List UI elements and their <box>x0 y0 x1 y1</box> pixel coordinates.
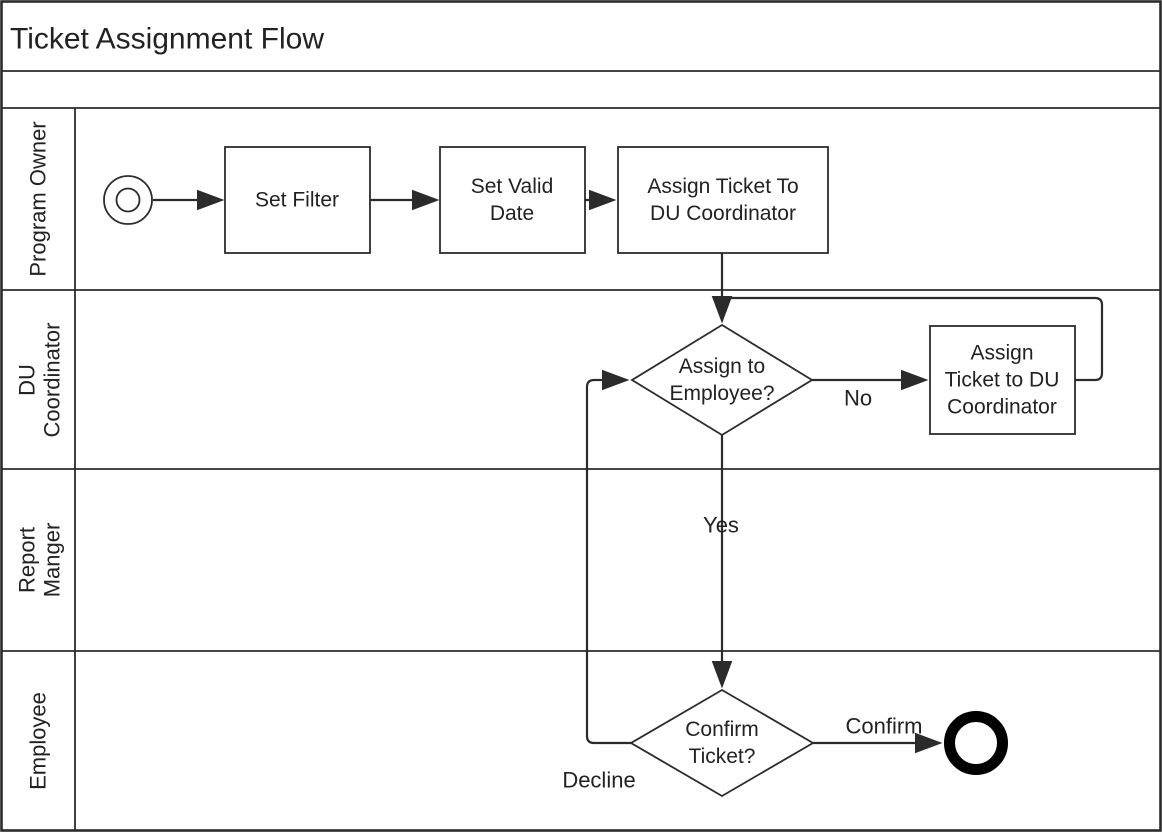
lane-label-program-owner: Program Owner <box>26 121 51 276</box>
flow-decline-to-assign-gateway <box>585 369 631 745</box>
gateway-confirm-ticket-diamond <box>629 688 815 798</box>
gateway-confirm-ticket-label-line1: Confirm <box>685 718 759 741</box>
task-assign-ticket-label-line1: Assign Ticket To <box>647 175 798 198</box>
task-assign-ticket-box <box>617 146 829 254</box>
task-set-valid-date-label-line2: Date <box>490 202 534 225</box>
start-event[interactable] <box>103 175 153 225</box>
task-assign-ticket-label-line2: DU Coordinator <box>650 202 796 225</box>
task-set-filter-label: Set Filter <box>255 189 339 212</box>
gateway-assign-to-employee[interactable]: Assign to Employee? <box>630 323 814 437</box>
task-set-valid-date-label-line1: Set Valid <box>471 175 554 198</box>
diagram-title: Ticket Assignment Flow <box>10 23 324 56</box>
task-reassign-label-line1: Assign <box>970 342 1033 365</box>
gateway-confirm-ticket-label-line2: Ticket? <box>689 745 756 768</box>
gateway-assign-to-employee-diamond <box>630 323 814 437</box>
task-set-filter-box <box>224 146 371 254</box>
edge-label-decline: Decline <box>562 768 635 793</box>
flow-loop-back-to-gateway <box>720 296 1104 382</box>
end-event[interactable] <box>944 711 1008 775</box>
lane-label-du-coordinator-line2: Coordinator <box>40 323 65 438</box>
task-assign-ticket-to-du-coordinator[interactable]: Assign Ticket To DU Coordinator <box>617 146 829 254</box>
edge-label-yes: Yes <box>703 513 739 538</box>
task-reassign-label-line3: Coordinator <box>947 396 1057 419</box>
gateway-assign-to-employee-label-line2: Employee? <box>669 382 774 405</box>
edge-label-confirm: Confirm <box>845 714 922 739</box>
end-event-circle <box>944 711 1008 775</box>
sequence-flows <box>153 189 1104 754</box>
task-set-valid-date-box <box>439 146 586 254</box>
lane-label-employee: Employee <box>26 692 51 790</box>
task-assign-ticket-to-du-coordinator-2[interactable]: Assign Ticket to DU Coordinator <box>929 325 1076 435</box>
edge-label-no: No <box>844 386 872 411</box>
task-set-filter[interactable]: Set Filter <box>224 146 371 254</box>
lane-label-du-coordinator-line1: DU <box>15 364 40 396</box>
gateway-assign-to-employee-label-line1: Assign to <box>679 355 765 378</box>
gateway-confirm-ticket[interactable]: Confirm Ticket? <box>629 688 815 798</box>
lane-label-report-manger-line1: Report <box>15 527 40 593</box>
task-set-valid-date[interactable]: Set Valid Date <box>439 146 586 254</box>
lane-label-report-manger-line2: Manger <box>40 523 65 598</box>
task-reassign-box <box>929 325 1076 435</box>
start-event-inner-circle <box>115 187 141 213</box>
task-reassign-label-line2: Ticket to DU <box>945 369 1060 392</box>
